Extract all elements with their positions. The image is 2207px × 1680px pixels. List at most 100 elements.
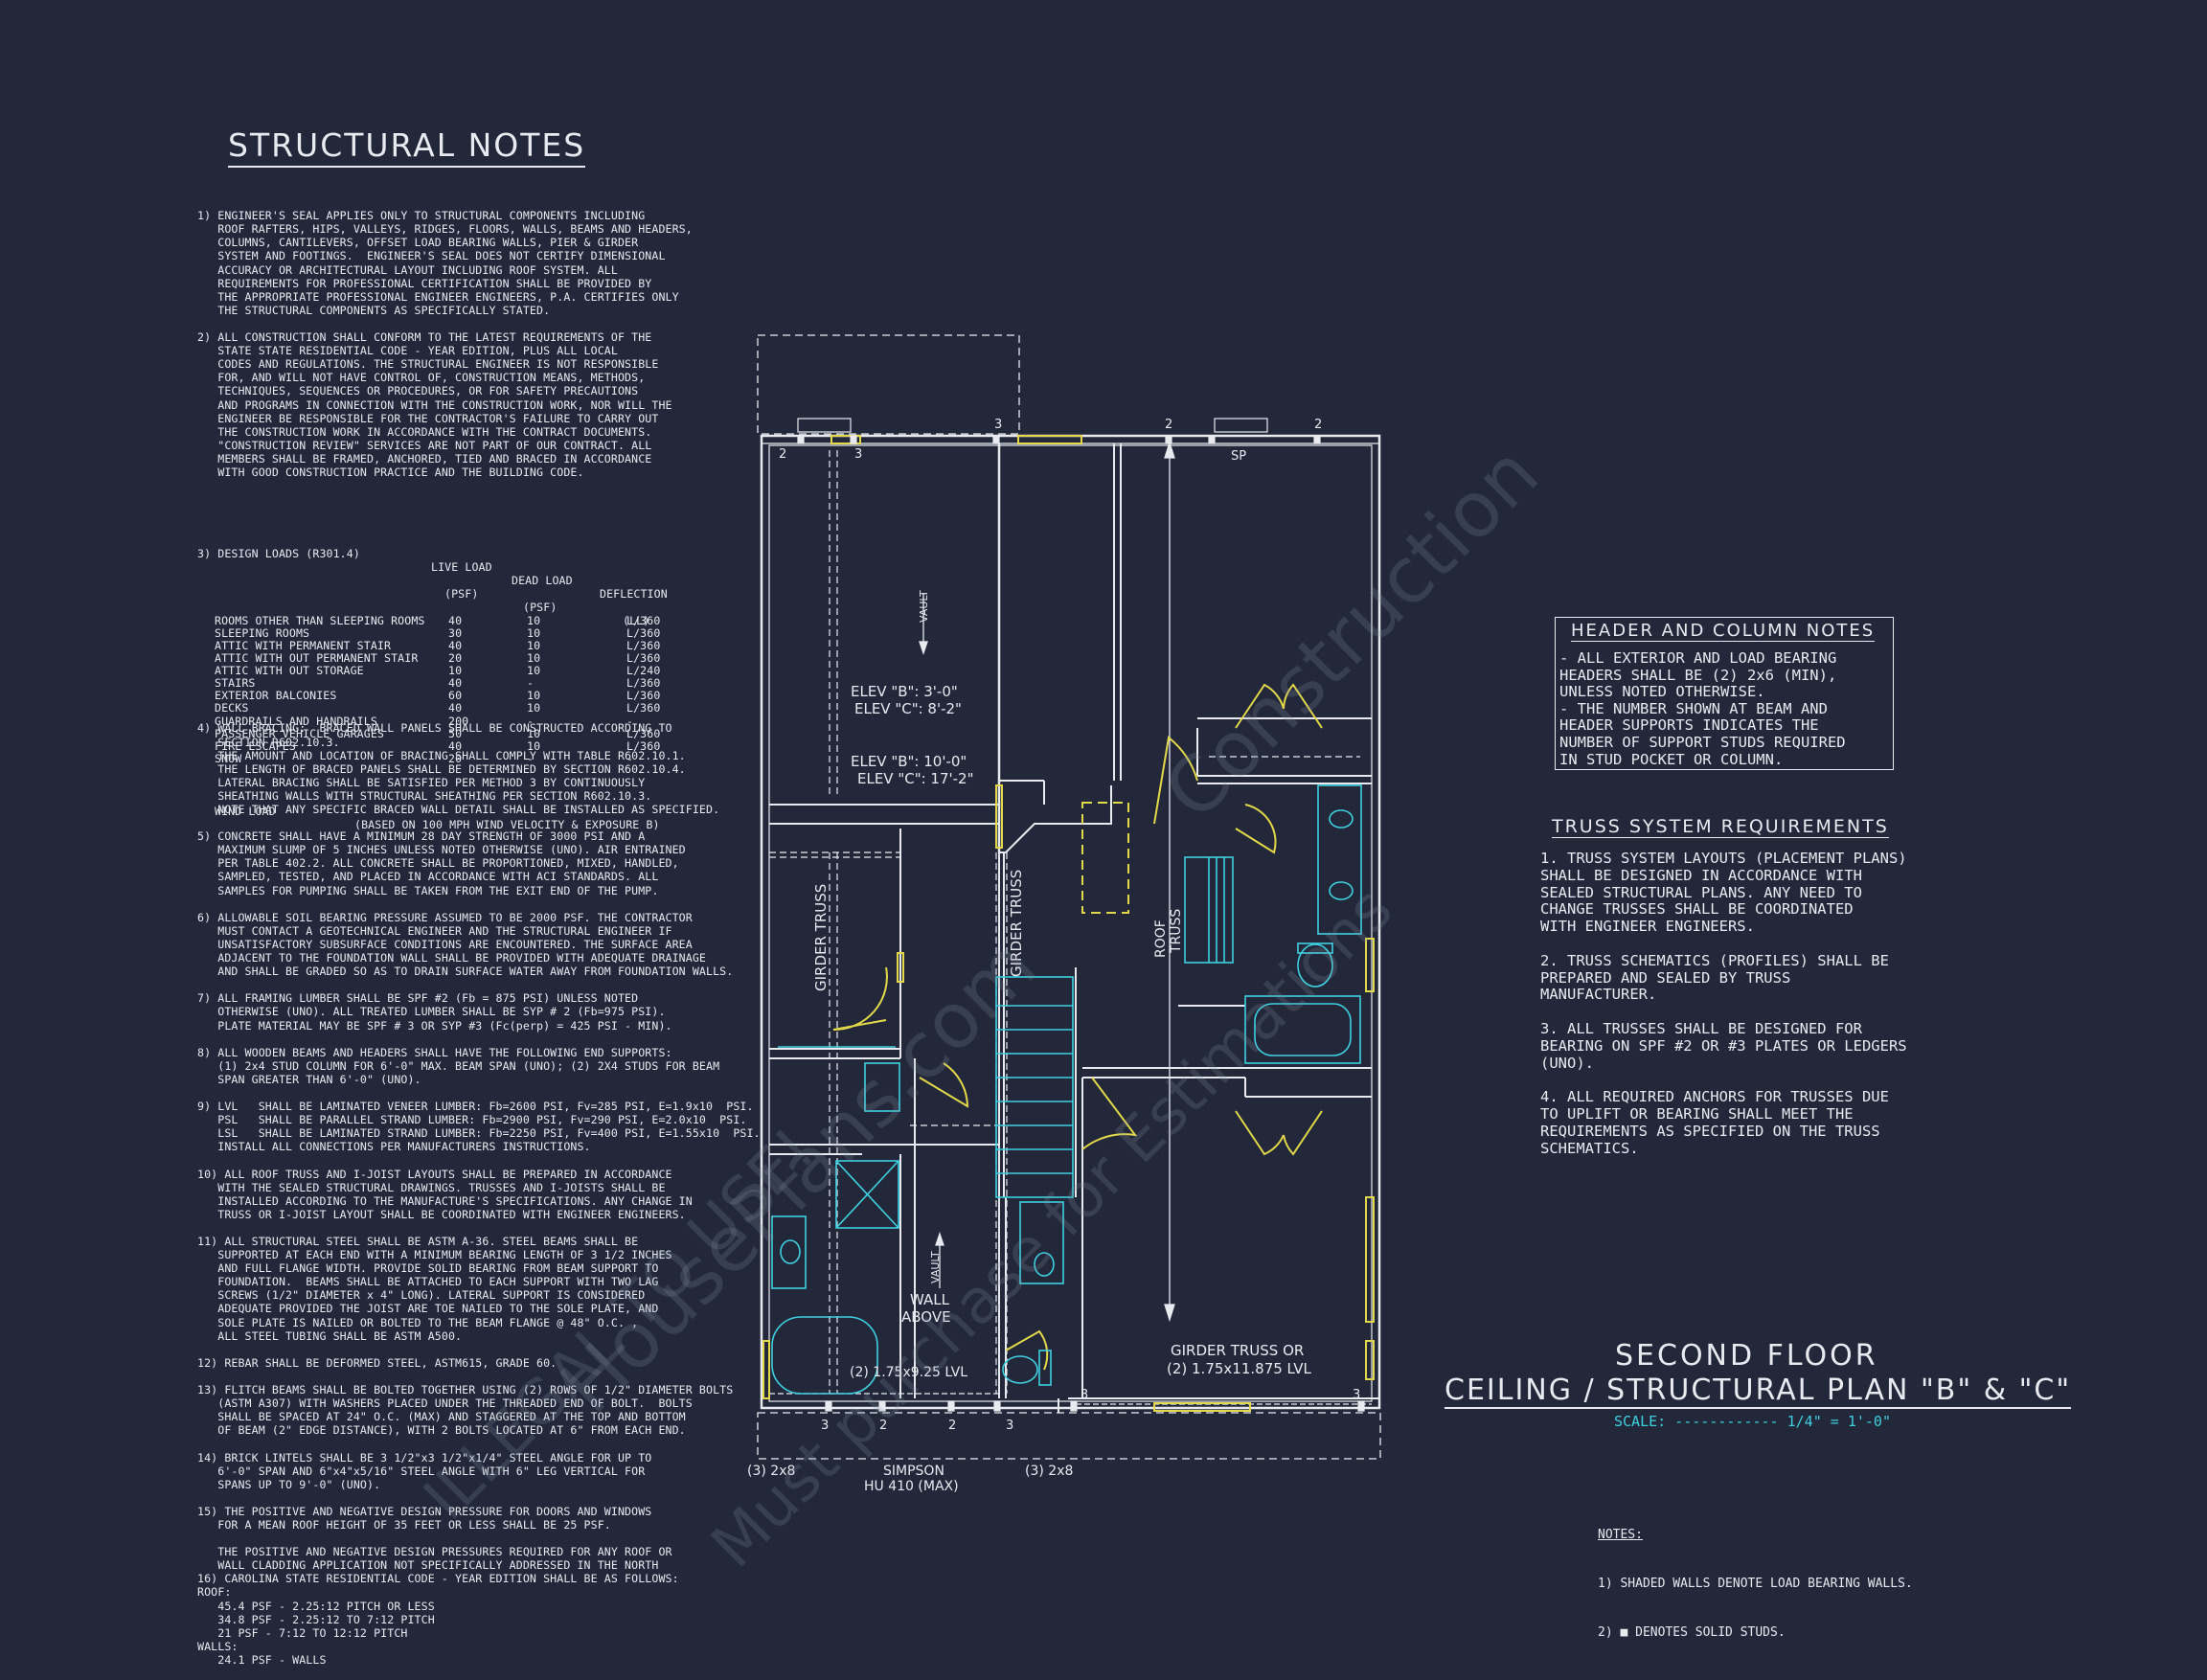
- structural-notes-title: STRUCTURAL NOTES: [228, 126, 586, 168]
- truss-lines: [769, 450, 1360, 1394]
- note-line: PLATE MATERIAL MAY BE SPF # 3 OR SYP #3 …: [197, 1018, 672, 1033]
- roof-truss-label-1: ROOF: [1153, 919, 1169, 958]
- note-line: OF BEAM (2" EDGE DISTANCE), WITH 2 BOLTS…: [197, 1423, 686, 1438]
- load-type: SLEEPING ROOMS: [215, 625, 310, 640]
- deflection: L/360: [626, 651, 661, 666]
- dead-load: 10: [527, 689, 541, 703]
- vault-label-bottom: VAULT: [929, 1251, 942, 1283]
- note-line: TECHNIQUES, SEQUENCES OR PROCEDURES, OR …: [197, 384, 639, 398]
- live-load: 20: [448, 651, 463, 666]
- note-line: SUPPORTED AT EACH END WITH A MINIMUM BEA…: [197, 1248, 672, 1262]
- note-line: ALL STEEL TUBING SHALL BE ASTM A500.: [197, 1328, 463, 1343]
- note-line: WITH THE SEALED STRUCTURAL DRAWINGS. TRU…: [197, 1180, 666, 1194]
- foot-note-2: 2) ■ DENOTES SOLID STUDS.: [1598, 1625, 1786, 1640]
- header-notes-box: [1555, 617, 1894, 770]
- note-line: 6) ALLOWABLE SOIL BEARING PRESSURE ASSUM…: [197, 910, 693, 924]
- plan-walls: [757, 334, 1381, 1460]
- stud-count: 3: [1353, 1388, 1360, 1402]
- vanity-left: [771, 1215, 807, 1289]
- porch-roof-outline-bottom: [757, 1412, 1381, 1460]
- dead-load: 10: [527, 726, 541, 740]
- note-line: "CONSTRUCTION REVIEW" SERVICES ARE NOT P…: [197, 438, 652, 452]
- dead-load: 10: [527, 651, 541, 666]
- note-line: ADEQUATE PROVIDED THE JOIST ARE TOE NAIL…: [197, 1302, 659, 1316]
- shower: [835, 1160, 899, 1229]
- note-line: AND PROGRAMS IN CONNECTION WITH THE CONS…: [197, 397, 672, 412]
- note-line: INSTALL ALL CONNECTIONS PER MANUFACTURER…: [197, 1140, 591, 1154]
- bathtub-right: [1244, 995, 1361, 1064]
- dead-load: 10: [527, 701, 541, 715]
- truss-requirements-title: TRUSS SYSTEM REQUIREMENTS: [1552, 816, 1889, 838]
- live-load: 10: [448, 664, 463, 678]
- stud-count: 3: [1006, 1419, 1013, 1433]
- deflection: L/360: [626, 726, 661, 740]
- vanity-right: [1317, 784, 1362, 935]
- note-line: CODES AND REGULATIONS. THE STRUCTURAL EN…: [197, 357, 659, 372]
- notes-part-1: 1) ENGINEER'S SEAL APPLIES ONLY TO STRUC…: [197, 209, 695, 479]
- deflection: L/360: [626, 701, 661, 715]
- note-line: PER TABLE 402.2. ALL CONCRETE SHALL BE P…: [197, 856, 679, 871]
- deflection: L/360: [626, 689, 661, 703]
- note-line: 45.4 PSF - 2.25:12 PITCH OR LESS: [197, 1599, 435, 1613]
- loads-sub-defl: (LL): [623, 613, 650, 627]
- stud-count: 3: [854, 447, 862, 462]
- note-line: ACCURACY OR ARCHITECTURAL LAYOUT INCLUDI…: [197, 262, 618, 277]
- note-line: THE CONSTRUCTION WORK IN ACCORDANCE WITH…: [197, 424, 652, 439]
- note-line: 7) ALL FRAMING LUMBER SHALL BE SPF #2 (F…: [197, 991, 639, 1006]
- note-line: THE LENGTH OF BRACED PANELS SHALL BE DET…: [197, 761, 686, 776]
- note-line: ADJACENT TO THE FOUNDATION WALL SHALL BE…: [197, 951, 707, 965]
- porch-roof-outline-top: [757, 334, 1020, 435]
- plan-labels: ELEV "B": 3'-0" ELEV "C": 8'-2" ELEV "B"…: [747, 418, 1360, 1494]
- plan-scale: SCALE: ------------ 1/4" = 1'-0": [1614, 1413, 1891, 1430]
- girder-truss-label-left: GIRDER TRUSS: [812, 884, 830, 991]
- bathtub-left: [771, 1316, 878, 1395]
- note-line: SPAN GREATER THAN 6'-0" (UNO).: [197, 1072, 421, 1086]
- girder-or-lvl-label: (2) 1.75x11.875 LVL: [1167, 1360, 1312, 1377]
- note-line: THE APPROPRIATE PROFESSIONAL ENGINEER EN…: [197, 289, 679, 304]
- load-type: FIRE ESCAPES: [215, 738, 296, 753]
- fixtures: [771, 784, 1362, 1395]
- note-line: 8) ALL WOODEN BEAMS AND HEADERS SHALL HA…: [197, 1045, 672, 1059]
- girder-or-label: GIRDER TRUSS OR: [1171, 1342, 1304, 1359]
- note-line: 24.1 PSF - WALLS: [197, 1652, 327, 1667]
- note-line: (1) 2x4 STUD COLUMN FOR 6'-0" MAX. BEAM …: [197, 1058, 720, 1073]
- live-load: 40: [448, 738, 463, 753]
- dead-load: -: [527, 751, 535, 765]
- note-line: 10) ALL ROOF TRUSS AND I-JOIST LAYOUTS S…: [197, 1167, 672, 1181]
- note-line: UNSATISFACTORY SUBSURFACE CONDITIONS ARE…: [197, 937, 693, 951]
- stud-count: 3: [994, 418, 1002, 432]
- load-type: STAIRS: [215, 676, 256, 691]
- note-line: SHALL BE SPACED AT 24" O.C. (MAX) AND ST…: [197, 1410, 686, 1424]
- window-headers: [797, 418, 1365, 1412]
- notes-part-2: 4) WALL BRACING: BRACED WALL PANELS SHAL…: [197, 721, 761, 1667]
- dead-load: 10: [527, 738, 541, 753]
- dead-load: 10: [527, 664, 541, 678]
- loads-header-live: LIVE LOAD: [431, 559, 492, 574]
- note-line: INSTALLED ACCORDING TO THE MANUFACTURE'S…: [197, 1193, 693, 1208]
- vanity-mid: [1019, 1201, 1064, 1284]
- note-line: 14) BRICK LINTELS SHALL BE 3 1/2"x3 1/2"…: [197, 1450, 652, 1464]
- design-loads-table: 3) DESIGN LOADS (R301.4) LIVE LOAD DEAD …: [197, 506, 695, 832]
- wind-load-value: (BASED ON 100 MPH WIND VELOCITY & EXPOSU…: [354, 818, 660, 832]
- note-line: NOTE THAT ANY SPECIFIC BRACED WALL DETAI…: [197, 803, 720, 816]
- live-load: 40: [448, 701, 463, 715]
- deflection: L/360: [626, 676, 661, 691]
- simpson-label: SIMPSON: [883, 1464, 944, 1479]
- watermark-line-2: HousePlans.com: [544, 921, 1054, 1431]
- note-line: SAMPLED, TESTED, AND PLACED IN ACCORDANC…: [197, 870, 659, 884]
- post-left-label: (3) 2x8: [747, 1464, 795, 1479]
- note-line: MUST CONTACT A GEOTECHNICAL ENGINEER AND…: [197, 923, 672, 938]
- note-line: THE POSITIVE AND NEGATIVE DESIGN PRESSUR…: [197, 1545, 672, 1559]
- note-line: SOLE PLATE IS NAILED OR BOLTED TO THE BE…: [197, 1315, 639, 1329]
- stud-count: 2: [1165, 418, 1172, 432]
- wall-above-2: ABOVE: [901, 1308, 951, 1326]
- note-line: 34.8 PSF - 2.25:12 TO 7:12 PITCH: [197, 1612, 435, 1626]
- note-line: 15) THE POSITIVE AND NEGATIVE DESIGN PRE…: [197, 1504, 652, 1518]
